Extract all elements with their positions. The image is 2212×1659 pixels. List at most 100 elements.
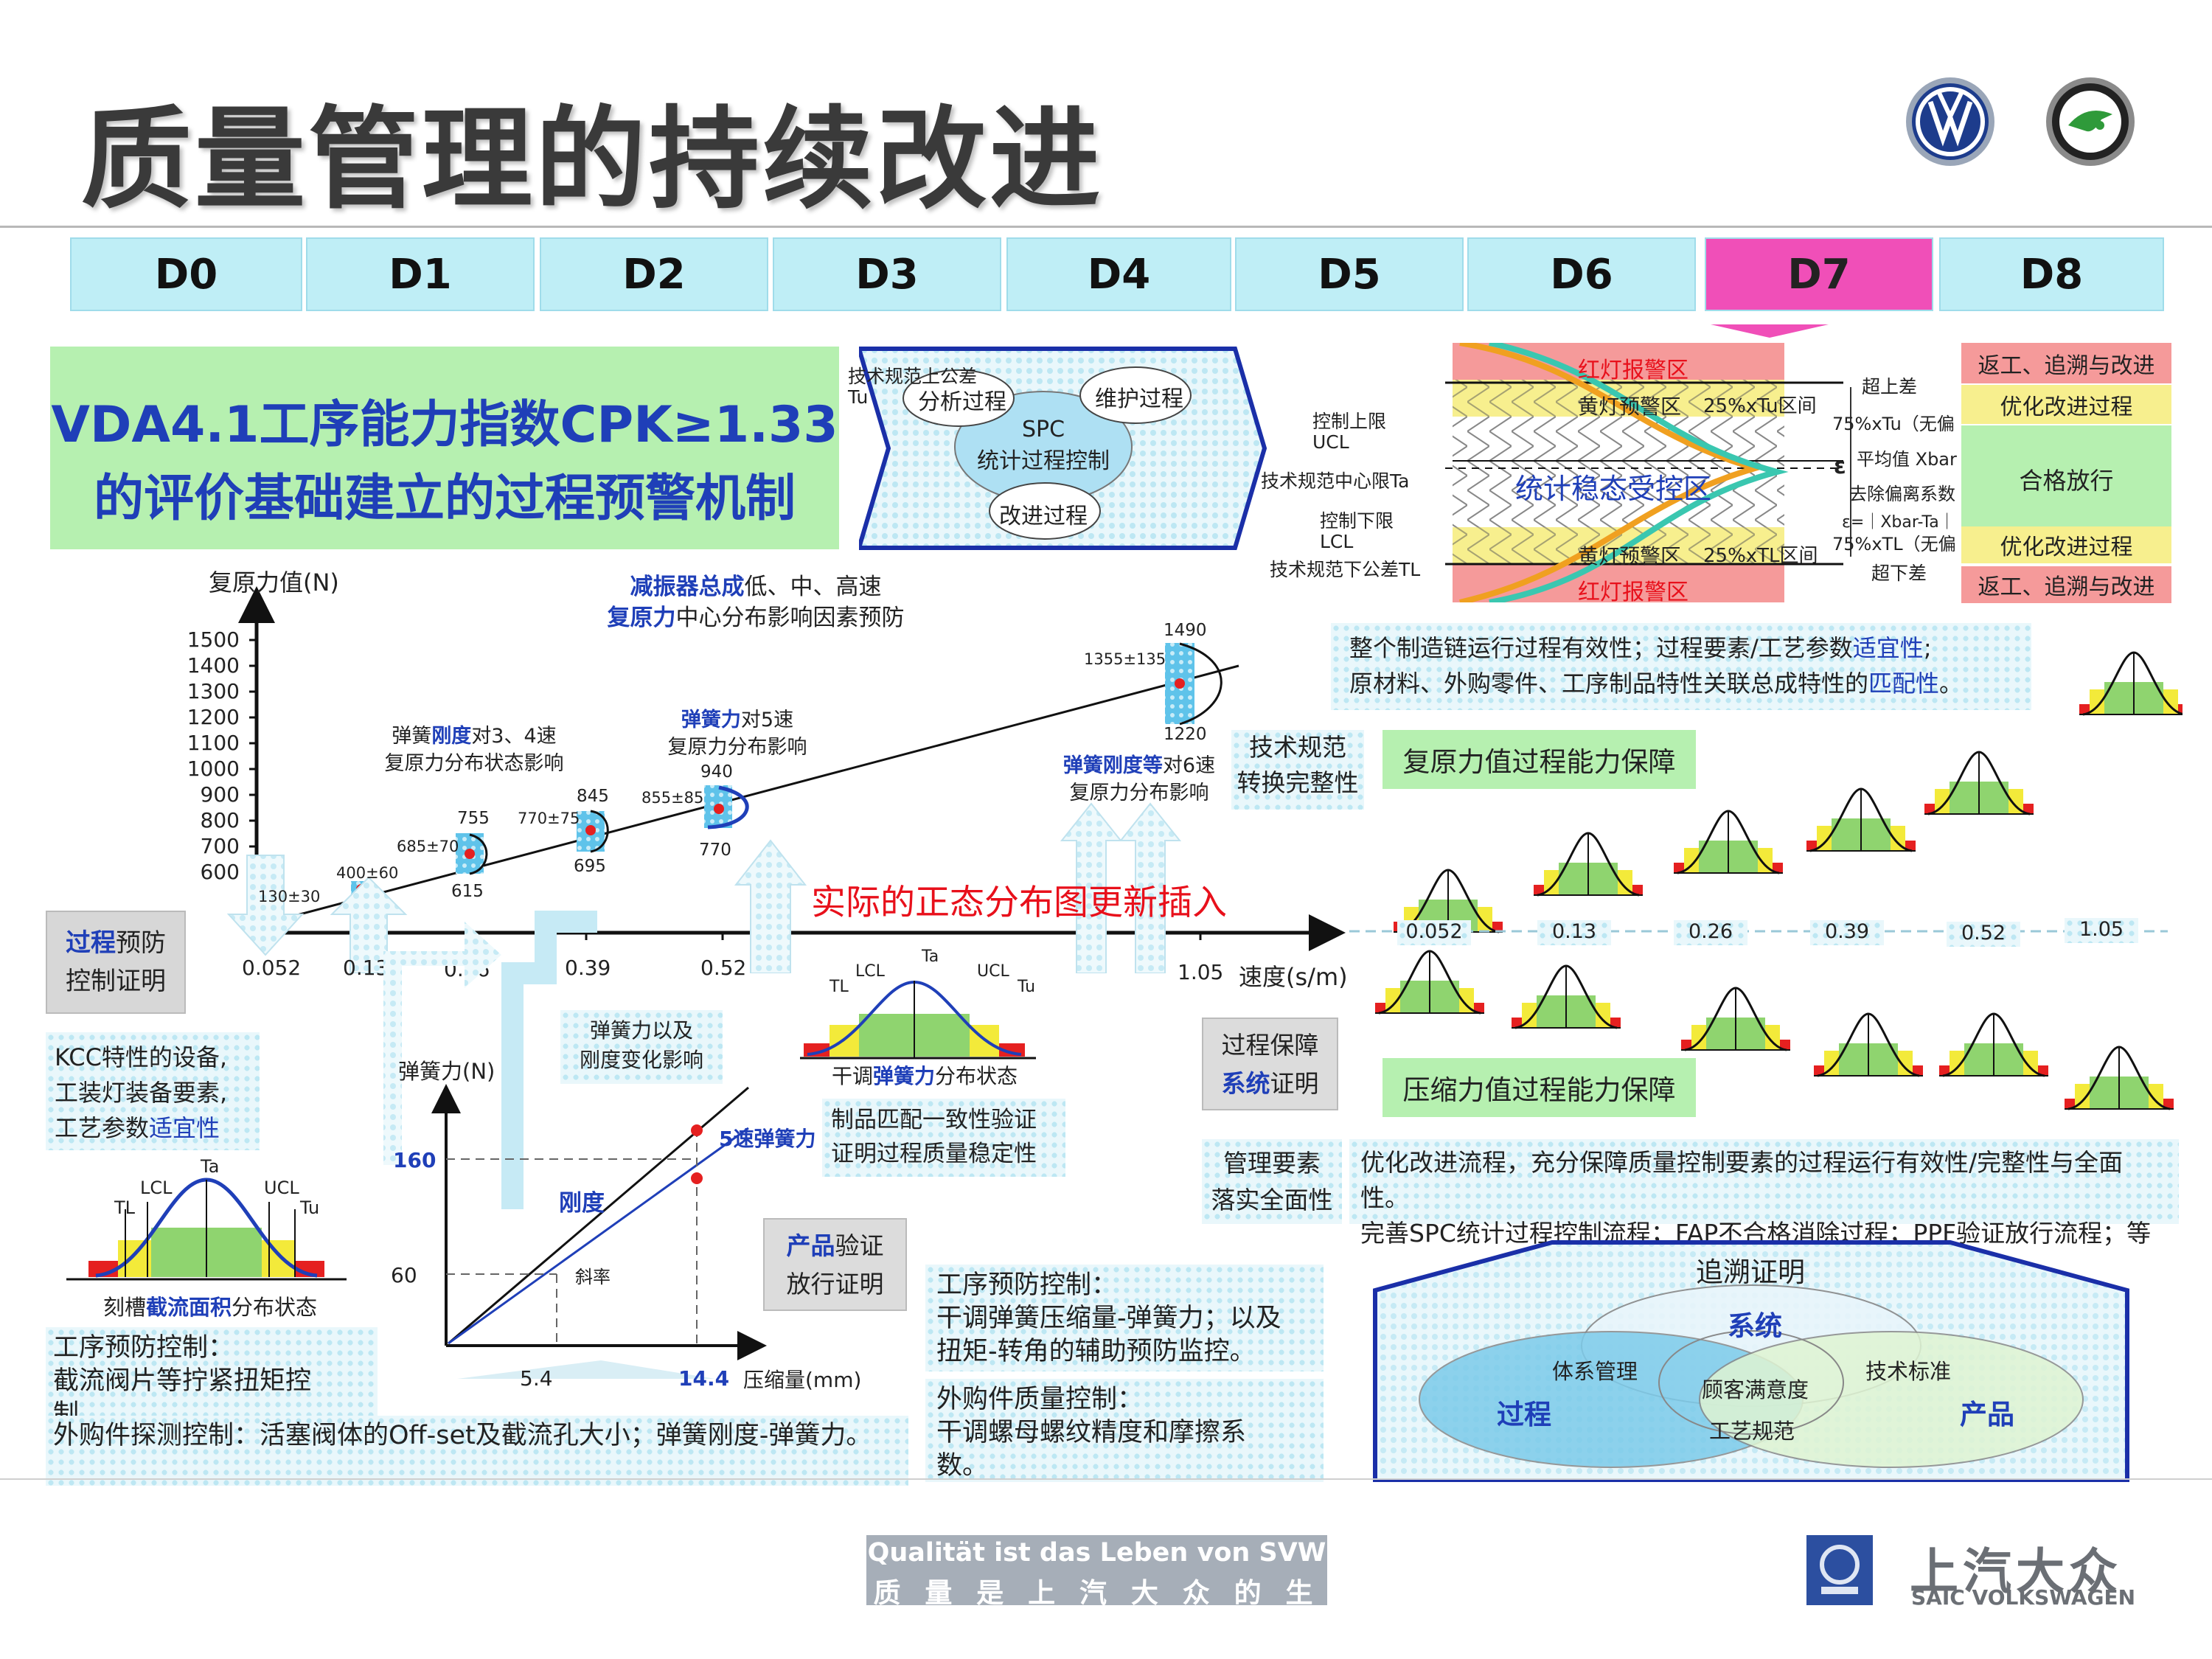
pt-lo-3: 615 bbox=[451, 882, 484, 901]
tab-d6[interactable]: D6 bbox=[1467, 237, 1696, 311]
trace-sys-mgmt: 体系管理 bbox=[1552, 1359, 1638, 1384]
spring-slope: 斜率 bbox=[575, 1267, 611, 1287]
speed-row-5: 1.05 bbox=[2065, 918, 2138, 943]
spec-conversion: 技术规范转换完整性 bbox=[1231, 730, 1364, 810]
compress-capability: 压缩力值过程能力保障 bbox=[1382, 1058, 1696, 1117]
spc-center-2: 统计过程控制 bbox=[977, 448, 1110, 474]
footer-de: Qualität ist das Leben von SVW bbox=[867, 1538, 1326, 1568]
proc-ctrl-left: 工序预防控制：截流阀片等拧紧扭矩控制。 bbox=[46, 1327, 378, 1416]
spring-chart bbox=[383, 911, 767, 1379]
pt-hi-5: 940 bbox=[700, 762, 733, 782]
chain-note: 整个制造链运行过程有效性；过程要素/工艺参数适宜性; 原材料、外购零件、工序制品… bbox=[1331, 623, 2031, 710]
spring-x-label: 压缩量(mm) bbox=[743, 1368, 862, 1392]
interfere-ucl: UCL bbox=[977, 962, 1009, 981]
x-tick-052: 0.52 bbox=[700, 956, 747, 980]
cc-lsl: 技术规范下公差TL bbox=[1270, 559, 1421, 580]
vda-box: VDA4.1工序能力指数CPK≥1.33 的评价基础建立的过程预警机制 bbox=[50, 347, 839, 549]
interfere-distribution bbox=[800, 980, 1036, 1060]
interfere-lcl: LCL bbox=[855, 962, 885, 981]
pt-hi-3: 755 bbox=[457, 809, 490, 828]
spring-x144: 14.4 bbox=[678, 1366, 730, 1391]
cc-red-bot: 红灯报警区 bbox=[1578, 580, 1688, 605]
action-optimize-bot: 优化改进过程 bbox=[1961, 526, 2171, 563]
spring-y-label: 弹簧力(N) bbox=[398, 1059, 495, 1084]
cc-yellow-top: 黄灯预警区 bbox=[1578, 394, 1682, 419]
cc-yellow-pct-u: 25%xTu区间 bbox=[1703, 395, 1817, 417]
outsource-mid: 外购件质量控制：干调螺母螺纹精度和摩擦系数。 bbox=[925, 1379, 1324, 1482]
interfere-tu: Tu bbox=[1018, 978, 1036, 996]
ann-stiffness: 弹簧刚度对3、4速复原力分布状态影响 bbox=[384, 725, 564, 775]
main-x-label: 速度(s/m) bbox=[1239, 963, 1348, 991]
groove-ta: Ta bbox=[201, 1156, 220, 1177]
pt-label-6: 1355±135 bbox=[1084, 650, 1166, 668]
tab-d2[interactable]: D2 bbox=[540, 237, 768, 311]
product-release: 产品验证放行证明 bbox=[763, 1218, 907, 1311]
vda-line2: 的评价基础建立的过程预警机制 bbox=[93, 470, 796, 528]
cc-over-upper: 超上差 bbox=[1862, 376, 1918, 397]
spc-maintain: 维护过程 bbox=[1095, 386, 1183, 412]
process-prevention: 过程预防 控制证明 bbox=[46, 911, 186, 1014]
main-y-label: 复原力值(N) bbox=[209, 568, 339, 597]
cc-pct-u: 75%xTu（无偏 bbox=[1832, 414, 1955, 434]
x-tick-105: 1.05 bbox=[1178, 960, 1224, 984]
process-system: 过程保障系统证明 bbox=[1202, 1018, 1338, 1110]
tab-d0[interactable]: D0 bbox=[70, 237, 302, 311]
pt-label-5: 855±85 bbox=[641, 789, 704, 807]
optimize-note: 优化改进流程，充分保障质量控制要素的过程运行有效性/完整性与全面性。完善SPC统… bbox=[1349, 1139, 2179, 1248]
proc-ctrl-mid: 工序预防控制：干调弹簧压缩量-弹簧力；以及扭矩-转角的辅助预防监控。 bbox=[925, 1265, 1324, 1371]
tab-d1[interactable]: D1 bbox=[306, 237, 535, 311]
tab-d8[interactable]: D8 bbox=[1939, 237, 2164, 311]
cc-stable: 统计稳态受控区 bbox=[1515, 473, 1712, 505]
groove-distribution bbox=[66, 1178, 347, 1281]
skoda-logo bbox=[2046, 77, 2135, 166]
speed-row-4: 0.52 bbox=[1947, 922, 2020, 947]
cc-eps-formula: ε=｜Xbar-Ta｜ bbox=[1842, 513, 1955, 532]
vda-line1: VDA4.1工序能力指数CPK≥1.33 bbox=[51, 396, 838, 454]
x-tick-039: 0.39 bbox=[565, 956, 611, 980]
ann-speed6: 弹簧刚度等对6速复原力分布影响 bbox=[1062, 754, 1216, 804]
pt-lo-6: 1220 bbox=[1164, 725, 1207, 744]
cc-epsilon: ε bbox=[1834, 453, 1846, 479]
svw-emblem-icon bbox=[1806, 1535, 1873, 1605]
tab-d5[interactable]: D5 bbox=[1235, 237, 1464, 311]
speed-row-1: 0.13 bbox=[1537, 920, 1611, 945]
header-divider bbox=[0, 226, 2212, 228]
spc-center-1: SPC bbox=[1021, 417, 1065, 442]
cc-center: 技术规范中心限Ta bbox=[1261, 470, 1410, 492]
trace-product: 产品 bbox=[1960, 1399, 2014, 1430]
spc-analyze: 分析过程 bbox=[918, 389, 1006, 415]
match-verification: 制品匹配一致性验证证明过程质量稳定性 bbox=[822, 1099, 1065, 1177]
kcc-box: KCC特性的设备,工装灯装备要素, 工艺参数适宜性 bbox=[46, 1032, 260, 1150]
pt-label-1: 130±30 bbox=[258, 888, 321, 905]
insert-note: 实际的正态分布图更新插入 bbox=[811, 883, 1227, 923]
action-rework-bot: 返工、追溯与改进 bbox=[1961, 566, 2171, 603]
spring-x54: 5.4 bbox=[520, 1366, 553, 1391]
cc-yellow-pct-l: 25%xTL区间 bbox=[1703, 545, 1818, 567]
trace-system: 系统 bbox=[1728, 1310, 1782, 1342]
pt-label-2: 400±60 bbox=[336, 864, 399, 882]
spc-diagram bbox=[859, 347, 1267, 550]
groove-ucl: UCL bbox=[264, 1178, 299, 1198]
spc-improve: 改进过程 bbox=[999, 504, 1088, 529]
speed-row-0: 0.052 bbox=[1397, 920, 1471, 945]
cc-remove-bias: 去除偏离系数 bbox=[1849, 484, 1955, 504]
x-tick-013: 0.13 bbox=[343, 956, 389, 980]
mini-distributions bbox=[1349, 651, 2183, 1110]
tab-d3[interactable]: D3 bbox=[773, 237, 1001, 311]
trace-process: 过程 bbox=[1497, 1399, 1551, 1430]
restore-capability: 复原力值过程能力保障 bbox=[1382, 730, 1696, 789]
action-pass: 合格放行 bbox=[1961, 425, 2171, 532]
brand-en: SAIC VOLKSWAGEN bbox=[1911, 1585, 2136, 1610]
control-chart bbox=[1445, 343, 1851, 602]
footer-banner: Qualität ist das Leben von SVW 质 量 是 上 汽… bbox=[866, 1535, 1327, 1649]
footer-divider bbox=[0, 1478, 2212, 1480]
tab-d7[interactable]: D7 bbox=[1705, 237, 1933, 311]
action-rework-top: 返工、追溯与改进 bbox=[1961, 343, 2171, 383]
management-elements: 管理要素落实全面性 bbox=[1202, 1139, 1342, 1224]
trace-satisfaction: 顾客满意度 bbox=[1702, 1377, 1809, 1402]
tab-d4[interactable]: D4 bbox=[1006, 237, 1231, 311]
